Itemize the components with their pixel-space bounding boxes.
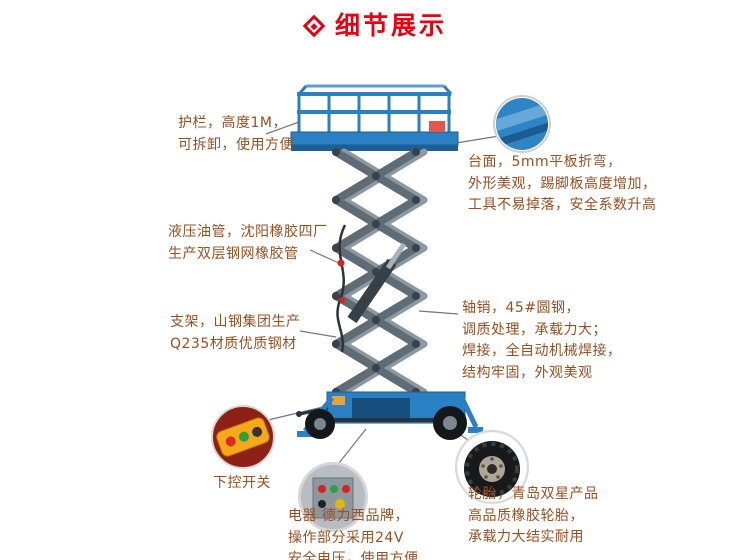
guardrail: [297, 84, 453, 134]
connector-line: [455, 135, 500, 144]
callout-control-panel: [298, 462, 368, 532]
section-title: 细节展示: [0, 10, 750, 42]
tire-icon: [464, 441, 520, 497]
connector-line: [338, 428, 367, 464]
connector-lines: [265, 121, 500, 464]
platform-control-box: [429, 121, 445, 132]
section-title-text: 细节展示: [334, 11, 447, 40]
wheels: [305, 406, 467, 440]
annotation-tire: 轮胎，青岛双星产品 高品质橡胶轮胎， 承载力大结实耐用: [468, 486, 599, 546]
scissor-mechanism: [332, 148, 428, 396]
hydraulic-cylinder: [347, 258, 397, 324]
base-panel: [352, 398, 410, 418]
annotation-support-frame: 支架，山钢集团生产 Q235材质优质钢材: [170, 314, 301, 352]
connector-line: [299, 330, 337, 338]
wheel-left: [305, 409, 335, 439]
callout-remote-control: [211, 405, 275, 469]
connector-line: [265, 121, 300, 135]
connector-line: [267, 406, 324, 421]
annotation-axle-pin: 轴销，45#圆钢， 调质处理，承载力大； 焊接，全自动机械焊接， 结构牢固，外观…: [462, 300, 622, 382]
hose-fitting: [339, 297, 345, 303]
base-control-box: [332, 396, 345, 405]
connector-line: [418, 310, 459, 315]
callout-tire: [455, 430, 529, 504]
wheel-right: [433, 406, 467, 440]
callout-platform-detail: [493, 95, 551, 153]
pivot-pins: [332, 148, 420, 396]
remote-control-icon: [216, 417, 270, 457]
annotation-guardrail: 护栏，高度1M， 可拆卸，使用方便: [178, 115, 294, 153]
annotation-electric: 电器 德力西品牌， 操作部分采用24V 安全电压，使用方便: [288, 508, 419, 560]
hydraulic-rod: [385, 242, 407, 270]
annotation-lower-control: 下控开关: [213, 475, 271, 491]
annotation-platform: 台面，5mm平板折弯， 外形美观，踢脚板高度增加， 工具不易掉落，安全系数升高: [468, 154, 657, 214]
platform-deck: [290, 121, 459, 151]
connector-line: [309, 249, 342, 265]
hose-fitting: [337, 259, 345, 267]
electric-box-icon: [312, 477, 354, 519]
annotation-hydraulic-hose: 液压油管，沈阳橡胶四厂 生产双层钢网橡胶管: [168, 224, 328, 262]
